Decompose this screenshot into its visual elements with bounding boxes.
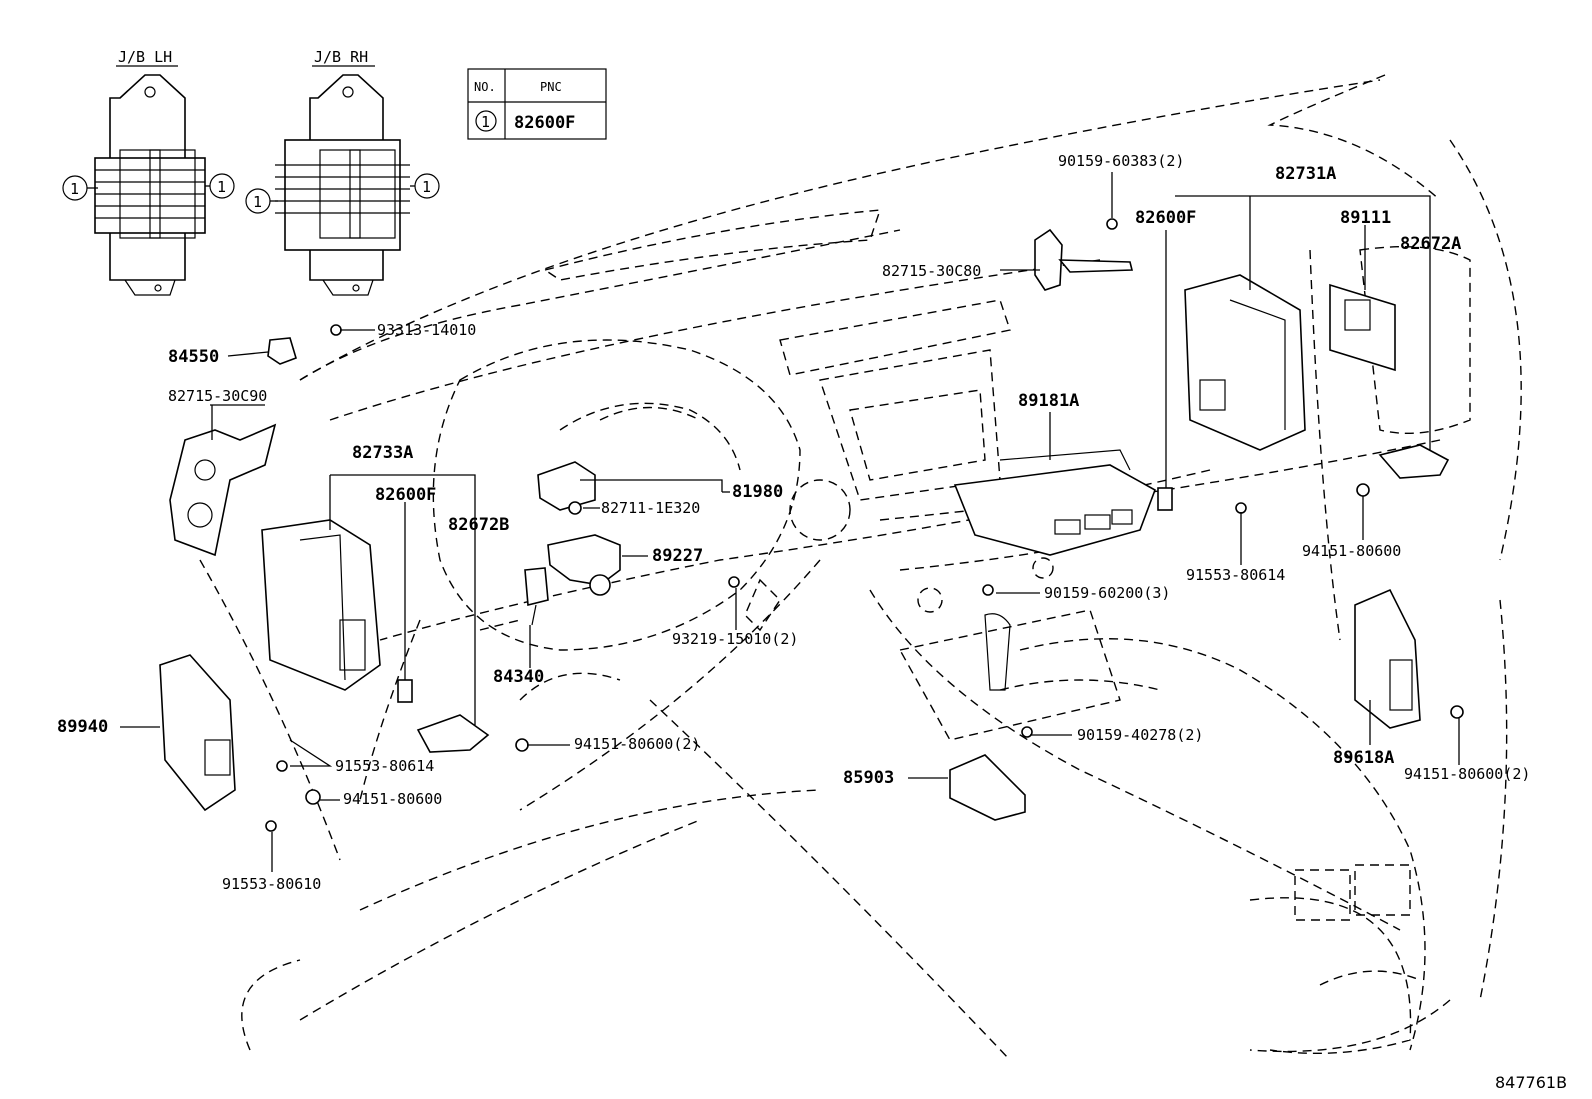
- jb-lh-inset: J/B LH 1 1: [62, 48, 235, 296]
- diagram-code: 847761B: [1495, 1073, 1567, 1092]
- part-82715-30C80: [1034, 228, 1063, 291]
- label-82600F-left: 82600F: [375, 485, 436, 505]
- part-89940: [159, 654, 236, 812]
- label-93313-14010: 93313-14010: [377, 321, 476, 339]
- pnc-table: NO. PNC 1 82600F: [467, 68, 607, 140]
- part-82733A: [261, 519, 381, 691]
- label-81980: 81980: [732, 482, 783, 502]
- part-84550: [267, 337, 297, 365]
- jb-lh-title: J/B LH: [118, 48, 172, 66]
- label-84340: 84340: [493, 667, 544, 687]
- label-90159-40278: 90159-40278(2): [1077, 726, 1203, 744]
- label-94151-80600-2-center: 94151-80600(2): [574, 735, 700, 753]
- part-85903: [949, 754, 1026, 821]
- label-85903: 85903: [843, 768, 894, 788]
- label-84550: 84550: [168, 347, 219, 367]
- part-89181A: [953, 464, 1156, 556]
- label-82672B: 82672B: [448, 515, 509, 535]
- jb-rh-marker-left: 1: [253, 193, 262, 211]
- part-82672B: [416, 714, 490, 753]
- label-89618A: 89618A: [1333, 748, 1394, 768]
- part-89227: [547, 534, 621, 586]
- part-82731A: [1184, 274, 1306, 451]
- label-89227: 89227: [652, 546, 703, 566]
- part-89618A: [1354, 588, 1421, 729]
- jb-lh-marker-right: 1: [217, 178, 226, 196]
- label-82672A: 82672A: [1400, 234, 1461, 254]
- label-89940: 89940: [57, 717, 108, 737]
- part-81980: [537, 461, 596, 511]
- label-82715-30C80: 82715-30C80: [882, 262, 981, 280]
- label-82731A: 82731A: [1275, 164, 1336, 184]
- pnc-col-pnc: PNC: [540, 80, 562, 94]
- parts: [159, 218, 1464, 832]
- part-labels: 90159-60383(2) 82731A 82600F 89111 82672…: [57, 152, 1530, 893]
- label-89181A: 89181A: [1018, 391, 1079, 411]
- label-94151-80600-right: 94151-80600: [1302, 542, 1401, 560]
- jb-rh-marker-right: 1: [422, 178, 431, 196]
- label-82711-1E320: 82711-1E320: [601, 499, 700, 517]
- leader-lines: [120, 172, 1460, 872]
- label-91553-80614-left: 91553-80614: [335, 757, 434, 775]
- label-89111: 89111: [1340, 208, 1391, 228]
- pnc-row-pnc: 82600F: [514, 113, 575, 133]
- label-94151-80600-2-right: 94151-80600(2): [1404, 765, 1530, 783]
- part-82672A: [1378, 444, 1450, 479]
- jb-rh-title: J/B RH: [314, 48, 368, 66]
- part-84340: [524, 567, 549, 607]
- label-90159-60200: 90159-60200(3): [1044, 584, 1170, 602]
- part-82715-30C90: [169, 423, 277, 557]
- label-93219-15010: 93219-15010(2): [672, 630, 798, 648]
- jb-rh-inset: J/B RH 1 1: [245, 48, 440, 296]
- label-91553-80610: 91553-80610: [222, 875, 321, 893]
- label-90159-60383: 90159-60383(2): [1058, 152, 1184, 170]
- part-89111: [1329, 283, 1396, 372]
- pnc-col-no: NO.: [474, 80, 496, 94]
- label-82733A: 82733A: [352, 443, 413, 463]
- label-94151-80600-left: 94151-80600: [343, 790, 442, 808]
- label-91553-80614-right: 91553-80614: [1186, 566, 1285, 584]
- label-82600F-right: 82600F: [1135, 208, 1196, 228]
- pnc-row-no: 1: [481, 113, 490, 131]
- jb-lh-marker-left: 1: [70, 180, 79, 198]
- label-82715-30C90: 82715-30C90: [168, 387, 267, 405]
